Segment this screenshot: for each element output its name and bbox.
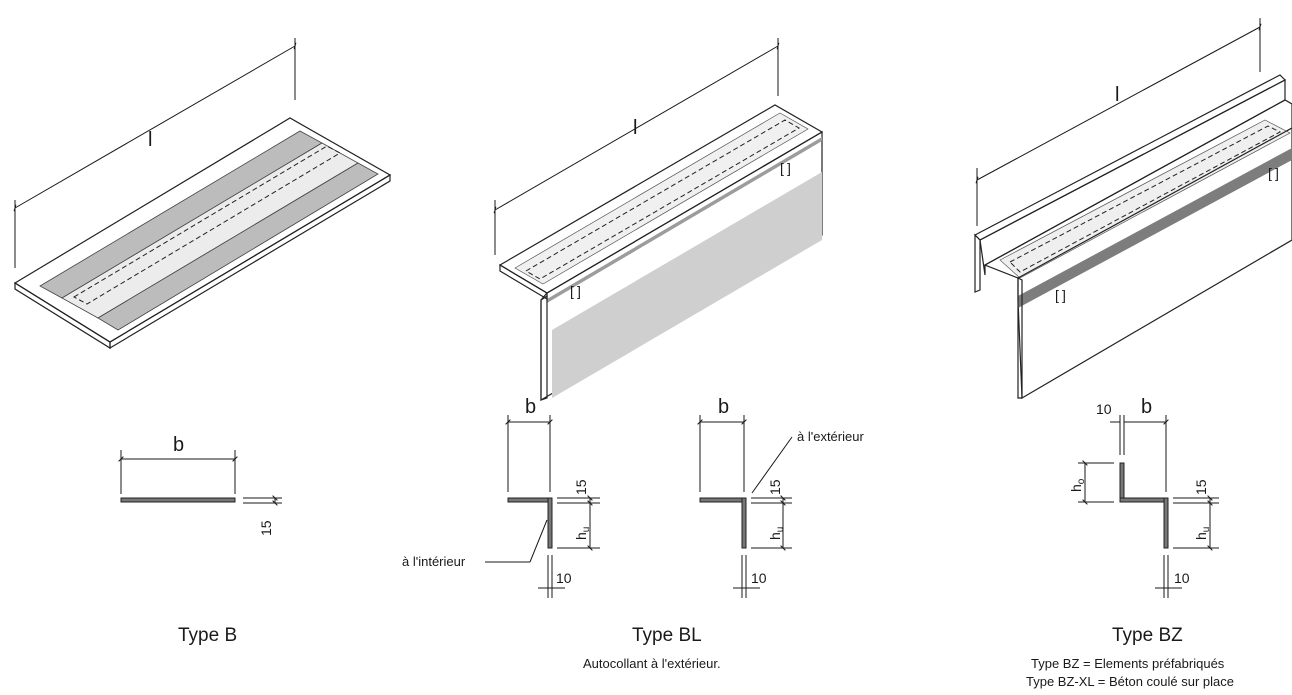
svg-text:]: ]	[1062, 287, 1066, 303]
inside-label: à l'intérieur	[402, 554, 466, 569]
type-b-section	[118, 450, 282, 506]
type-bl-outside-10-label: 10	[751, 570, 767, 586]
type-bl-section-inside	[485, 415, 600, 598]
type-bl-outside-15-label: 15	[767, 479, 783, 495]
type-bl-inside-hu-label: hu	[573, 527, 592, 540]
type-bl-outside-hu-label: hu	[767, 527, 786, 540]
type-bz-width-label: b	[1141, 396, 1152, 418]
outside-label: à l'extérieur	[797, 429, 864, 444]
type-b-isometric	[13, 38, 392, 350]
type-bl-outside-width-label: b	[718, 396, 729, 418]
type-bl-note: Autocollant à l'extérieur.	[583, 656, 721, 671]
svg-text:[: [	[780, 160, 784, 176]
svg-text:]: ]	[787, 160, 791, 176]
type-bl-caption: Type BL	[632, 625, 702, 646]
type-bz-note-line2: Type BZ-XL = Béton coulé sur place	[1026, 674, 1234, 689]
type-bz-10-bottom-label: 10	[1174, 570, 1190, 586]
type-bl-length-label: l	[633, 117, 637, 139]
type-bl-inside-10-label: 10	[556, 570, 572, 586]
type-bz-isometric: [ ] [ ]	[973, 18, 1292, 400]
type-bz-section	[1078, 415, 1219, 598]
type-b-width-label: b	[173, 434, 184, 456]
type-bl-inside-width-label: b	[525, 396, 536, 418]
type-bl-section-outside	[697, 415, 793, 598]
type-b-caption: Type B	[178, 625, 237, 646]
type-bz-hu-label: hu	[1193, 527, 1212, 540]
svg-text:[: [	[1268, 165, 1272, 181]
type-bz-note-line1: Type BZ = Elements préfabriqués	[1031, 656, 1225, 671]
svg-text:]: ]	[1275, 165, 1279, 181]
type-bz-caption: Type BZ	[1112, 625, 1183, 646]
type-bz-10-top-label: 10	[1096, 401, 1112, 417]
type-bl-inside-15-label: 15	[573, 479, 589, 495]
type-bz-15-label: 15	[1193, 479, 1209, 495]
type-bl-isometric: [ ] [ ]	[493, 38, 824, 402]
type-bz-ho-label: ho	[1068, 478, 1087, 492]
svg-text:[: [	[570, 283, 574, 299]
svg-text:]: ]	[577, 283, 581, 299]
type-b-thickness-label: 15	[258, 520, 274, 536]
type-b-length-label: l	[148, 129, 152, 151]
type-bz-length-label: l	[1115, 84, 1119, 106]
svg-text:[: [	[1055, 287, 1059, 303]
